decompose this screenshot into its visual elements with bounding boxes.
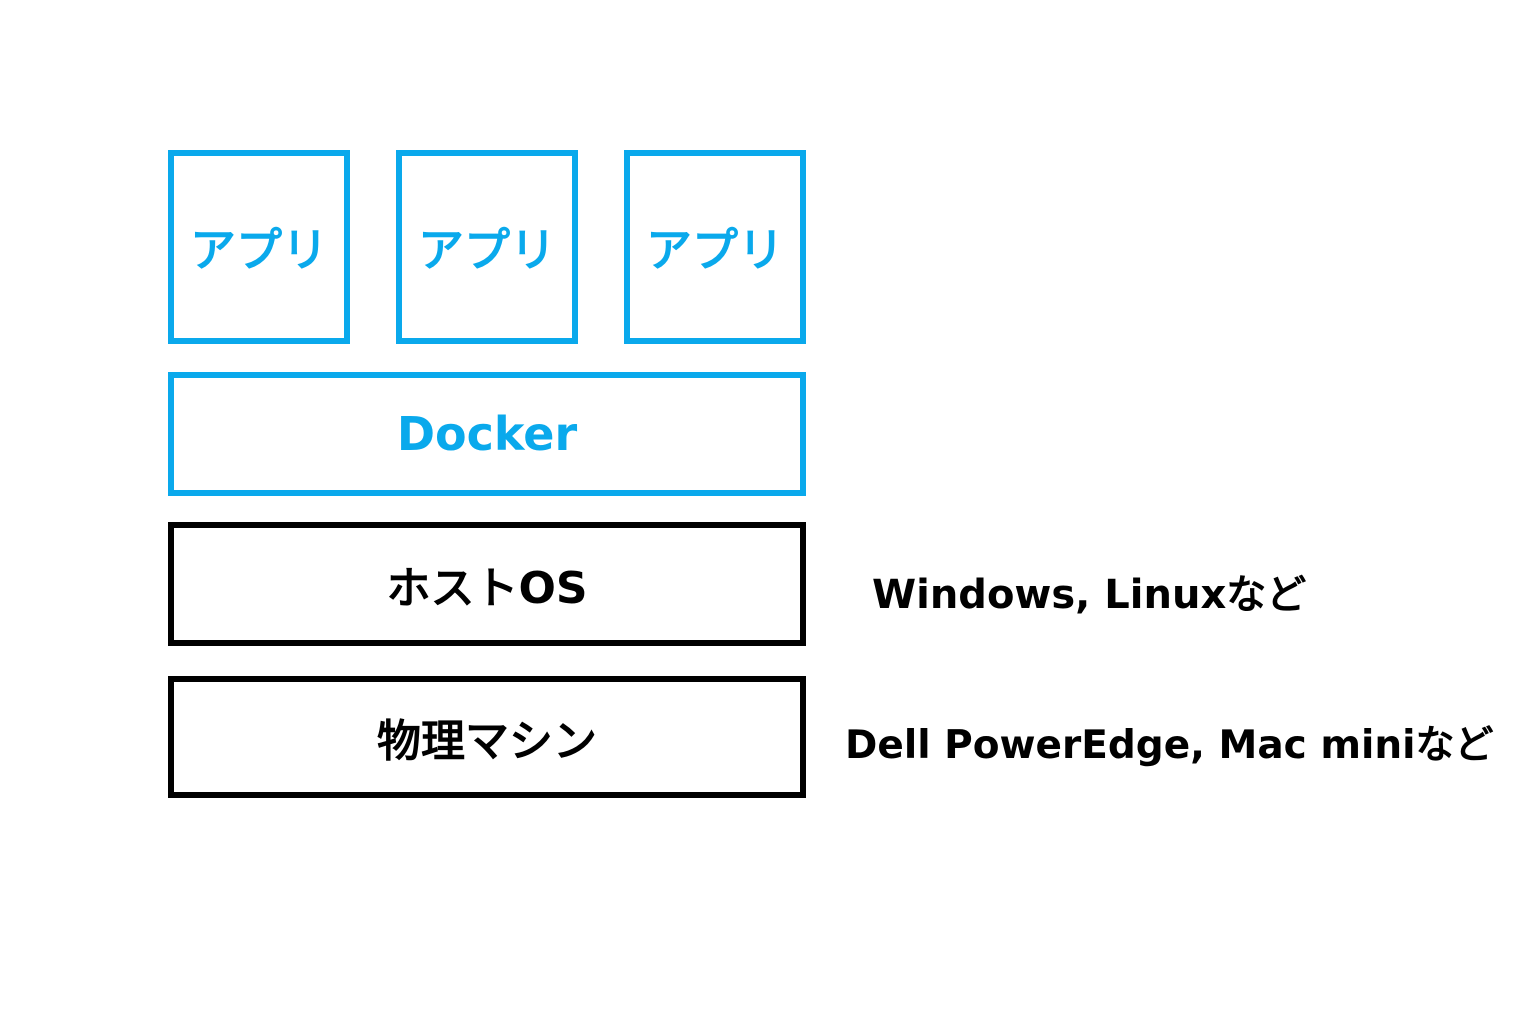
- host-os-label: ホストOS: [386, 563, 588, 614]
- app-label: アプリ: [418, 223, 556, 277]
- app-box: アプリ: [624, 150, 806, 344]
- docker-layer-box: Docker: [168, 372, 806, 496]
- app-label: アプリ: [190, 223, 328, 277]
- app-label: アプリ: [646, 223, 784, 277]
- physical-machine-layer-box: 物理マシン: [168, 676, 806, 798]
- host-os-examples: Windows, Linuxなど: [872, 572, 1307, 618]
- app-box: アプリ: [168, 150, 350, 344]
- docker-label: Docker: [396, 407, 578, 461]
- physical-machine-examples: Dell PowerEdge, Mac miniなど: [845, 723, 1494, 768]
- physical-machine-label: 物理マシン: [377, 716, 597, 767]
- host-os-layer-box: ホストOS: [168, 522, 806, 646]
- app-box: アプリ: [396, 150, 578, 344]
